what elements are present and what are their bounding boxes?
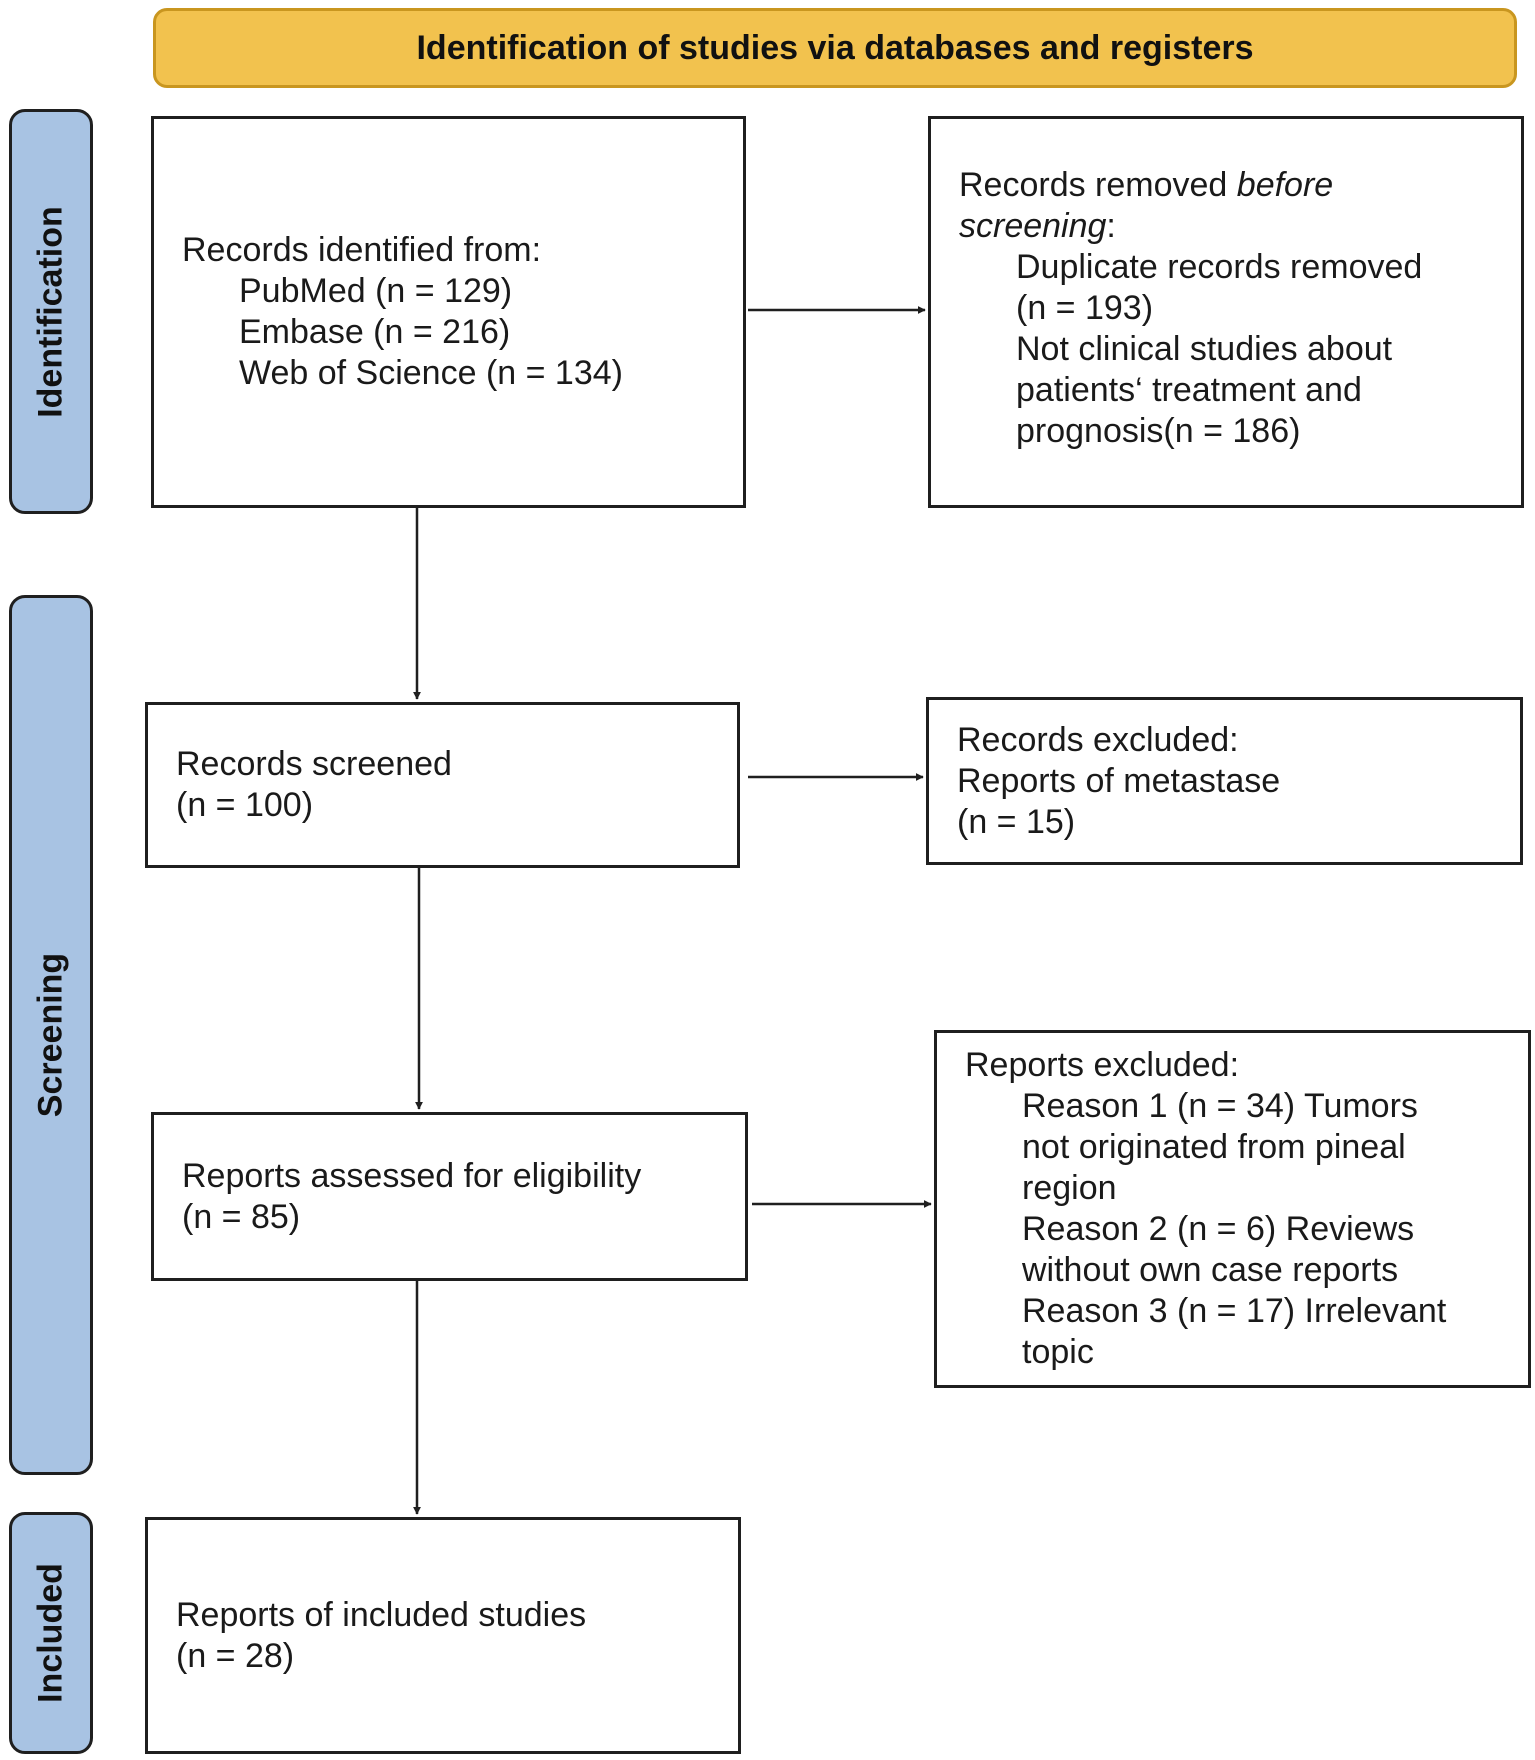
reports-excluded-reason3-2: topic	[1022, 1333, 1094, 1371]
records-removed-heading-line2: screening:	[959, 206, 1521, 247]
reports-assessed-label: Reports assessed for eligibility	[182, 1156, 642, 1195]
included-studies-label: Reports of included studies	[176, 1595, 587, 1634]
records-screened-box: Records screened (n = 100)	[145, 702, 740, 868]
reports-assessed-count: (n = 85)	[182, 1197, 301, 1236]
reports-excluded-reason1-3: region	[1022, 1169, 1117, 1207]
records-screened-label: Records screened	[176, 745, 452, 783]
header-banner: Identification of studies via databases …	[153, 8, 1517, 88]
header-title: Identification of studies via databases …	[416, 28, 1254, 67]
records-removed-heading-text: Records removed	[959, 166, 1237, 204]
records-removed-heading-line1: Records removed before	[959, 165, 1521, 206]
records-identified-box: Records identified from: PubMed (n = 129…	[151, 116, 746, 508]
phase-identification: Identification	[9, 109, 93, 514]
records-removed-heading-italic-before: before	[1236, 166, 1334, 204]
included-studies-box: Reports of included studies (n = 28)	[145, 1517, 741, 1754]
records-excluded-count: (n = 15)	[957, 802, 1076, 841]
source-embase: Embase (n = 216)	[239, 313, 511, 351]
records-removed-heading-colon: :	[1106, 207, 1116, 245]
records-removed-box: Records removed before screening: Duplic…	[928, 116, 1524, 508]
source-web-of-science: Web of Science (n = 134)	[239, 354, 623, 392]
reports-excluded-reason2-2: without own case reports	[1022, 1251, 1399, 1289]
source-pubmed: PubMed (n = 129)	[239, 272, 513, 310]
reports-excluded-box: Reports excluded: Reason 1 (n = 34) Tumo…	[934, 1030, 1531, 1388]
reports-excluded-reason1: Reason 1 (n = 34) Tumors	[1022, 1087, 1418, 1125]
removed-item-duplicates: Duplicate records removed	[1016, 248, 1423, 286]
removed-item-nonclinical-count: prognosis(n = 186)	[1016, 412, 1301, 450]
records-excluded-heading: Records excluded:	[957, 720, 1239, 759]
records-identified-heading: Records identified from:	[182, 231, 542, 269]
reports-excluded-reason3: Reason 3 (n = 17) Irrelevant	[1022, 1292, 1447, 1330]
removed-item-nonclinical: Not clinical studies about	[1016, 330, 1393, 368]
records-screened-count: (n = 100)	[176, 786, 314, 824]
phase-screening: Screening	[9, 595, 93, 1475]
reports-excluded-reason2: Reason 2 (n = 6) Reviews	[1022, 1210, 1415, 1248]
included-studies-count: (n = 28)	[176, 1636, 295, 1675]
removed-item-nonclinical-2: patients‘ treatment and	[1016, 371, 1362, 409]
removed-item-duplicates-count: (n = 193)	[1016, 289, 1154, 327]
records-excluded-box: Records excluded: Reports of metastase (…	[926, 697, 1523, 865]
records-removed-heading-italic-screening: screening	[959, 207, 1107, 245]
reports-assessed-box: Reports assessed for eligibility (n = 85…	[151, 1112, 748, 1281]
phase-included: Included	[9, 1512, 93, 1754]
reports-excluded-reason1-2: not originated from pineal	[1022, 1128, 1406, 1166]
reports-excluded-heading: Reports excluded:	[965, 1046, 1240, 1084]
records-excluded-reason: Reports of metastase	[957, 761, 1281, 800]
